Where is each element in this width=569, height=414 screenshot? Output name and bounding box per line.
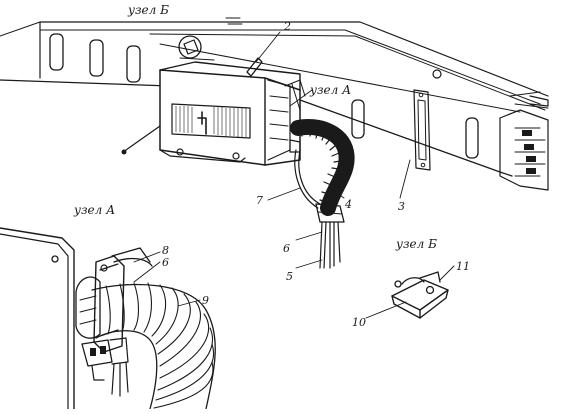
callout-2: 2 (283, 20, 291, 33)
callout-4: 4 (344, 198, 352, 211)
node-a-main-label: узел А (309, 83, 351, 97)
leader-lines (133, 31, 455, 319)
callout-7: 7 (256, 194, 263, 207)
node-b-top-label: узел Б (127, 3, 169, 17)
callout-5: 5 (286, 270, 293, 283)
node-a-detail-label: узел А (73, 203, 115, 217)
callout-8: 8 (162, 244, 169, 257)
mounting-panel (0, 17, 549, 191)
callout-3: 3 (398, 200, 405, 213)
callout-9: 9 (202, 294, 209, 307)
node-b-detail-label: узел Б (395, 237, 437, 251)
detail-b (391, 271, 449, 319)
callout-10: 10 (352, 316, 366, 329)
callout-11: 11 (456, 260, 470, 273)
corrugated-hose (289, 119, 355, 269)
callout-6-detail: 6 (162, 256, 169, 269)
detail-a (0, 227, 216, 410)
device-box (121, 61, 306, 166)
callout-6: 6 (283, 242, 290, 255)
labels: узел Б узел А узел А узел Б 2 3 4 5 6 7 … (73, 3, 470, 329)
